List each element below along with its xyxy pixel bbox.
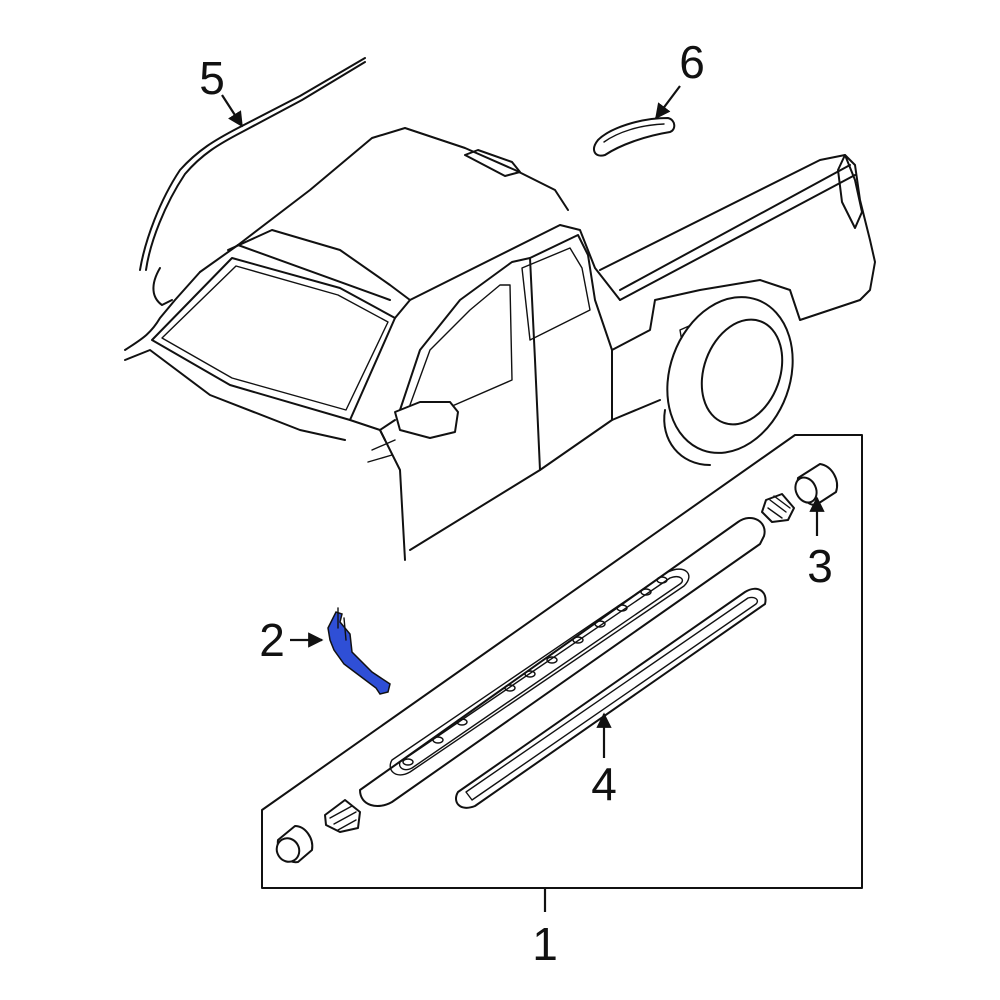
part-4-molding <box>455 587 767 809</box>
callout-3: 3 <box>807 540 833 592</box>
callout-2: 2 <box>259 614 285 666</box>
part-1-front-clip <box>324 799 361 833</box>
part-1-running-board <box>359 517 766 807</box>
truck-illustration <box>124 127 876 561</box>
callout-5: 5 <box>199 52 225 104</box>
callout-6: 6 <box>679 36 705 88</box>
callout-labels: 1 2 3 4 5 6 <box>199 36 833 970</box>
callout-1: 1 <box>532 918 558 970</box>
board-step-pads <box>402 576 668 766</box>
leader-lines <box>221 85 825 912</box>
assembly-box <box>261 434 863 889</box>
part-6-roof-marker <box>593 117 676 157</box>
callout-4: 4 <box>591 758 617 810</box>
part-2-bracket[interactable] <box>327 607 391 695</box>
part-5-roof-molding <box>139 57 366 271</box>
part-3-end-cap <box>761 463 838 523</box>
part-1-end-cap-front <box>275 825 314 864</box>
